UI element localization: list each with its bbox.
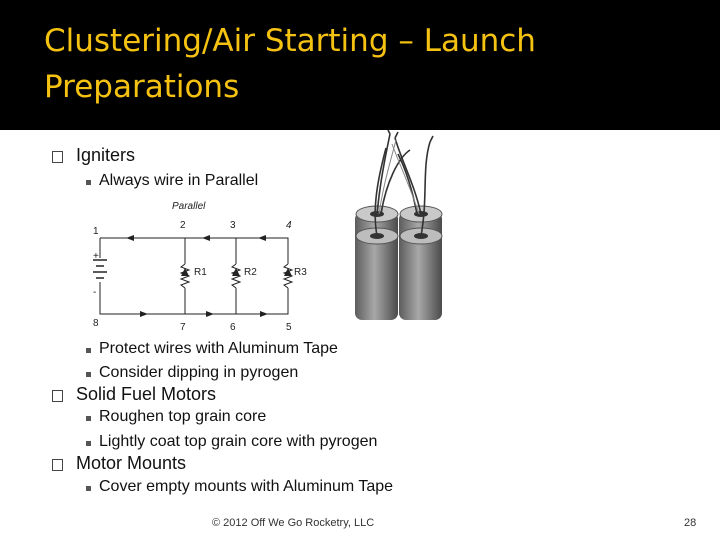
resistor-label-r3: R3 <box>294 267 307 278</box>
node-label-5: 5 <box>286 322 292 333</box>
igniter-wires <box>374 129 434 237</box>
sub-bullet-icon <box>86 416 91 421</box>
bullet-solid-fuel-motors: Solid Fuel Motors <box>76 384 217 404</box>
current-arrows <box>126 235 292 317</box>
diagram-title: Parallel <box>172 201 206 212</box>
node-label-8: 8 <box>93 318 99 329</box>
sub-bullet-roughen: Roughen top grain core <box>99 408 267 425</box>
parallel-circuit-diagram: Parallel 1 2 3 4 5 6 7 8 + - R1 R2 R3 <box>93 201 307 333</box>
sub-bullet-cover-mounts: Cover empty mounts with Aluminum Tape <box>99 478 394 495</box>
slide-footer: © 2012 Off We Go Rocketry, LLC <box>212 517 375 529</box>
battery-icon <box>93 259 107 279</box>
node-label-3: 3 <box>230 220 236 231</box>
bullet-box-icon <box>52 459 63 471</box>
node-label-1: 1 <box>93 226 99 237</box>
sub-bullet-icon <box>86 348 91 353</box>
node-label-4: 4 <box>286 220 292 231</box>
bullet-box-icon <box>52 390 63 402</box>
sub-bullet-parallel: Always wire in Parallel <box>99 172 259 189</box>
resistor-label-r1: R1 <box>194 267 207 278</box>
sub-bullet-icon <box>86 441 91 446</box>
battery-plus: + <box>93 251 99 262</box>
node-label-6: 6 <box>230 322 236 333</box>
bullet-motor-mounts: Motor Mounts <box>76 453 187 473</box>
bullet-igniters: Igniters <box>76 145 136 165</box>
node-label-2: 2 <box>180 220 186 231</box>
sub-bullet-icon <box>86 372 91 377</box>
page-number: 28 <box>684 517 697 529</box>
sub-bullet-icon <box>86 180 91 185</box>
motor-cluster-photo <box>355 129 443 320</box>
slide-title: Clustering/Air Starting – Launch Prepara… <box>44 23 536 105</box>
sub-bullet-aluminum-tape: Protect wires with Aluminum Tape <box>99 340 338 357</box>
sub-bullet-coat: Lightly coat top grain core with pyrogen <box>99 433 378 450</box>
resistor-label-r2: R2 <box>244 267 257 278</box>
slide-content <box>0 130 720 540</box>
node-label-7: 7 <box>180 322 186 333</box>
sub-bullet-icon <box>86 486 91 491</box>
sub-bullet-pyrogen: Consider dipping in pyrogen <box>99 364 299 381</box>
battery-minus: - <box>93 287 96 298</box>
bullet-box-icon <box>52 151 63 163</box>
